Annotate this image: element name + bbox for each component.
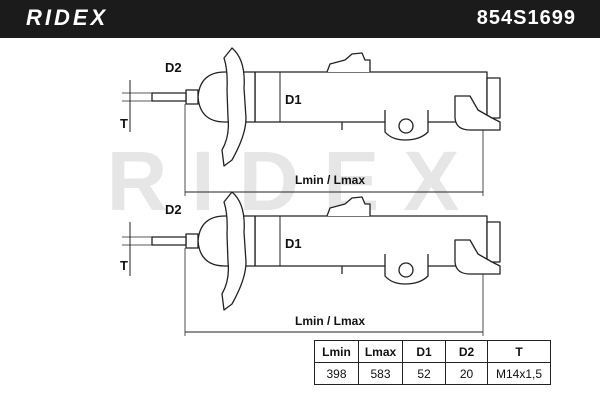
spec-header-row: Lmin Lmax D1 D2 T xyxy=(314,340,551,363)
spec-header-t: T xyxy=(487,340,551,363)
spec-value-t: M14x1,5 xyxy=(487,362,551,385)
strut-mount xyxy=(197,215,256,267)
watermark-logo: RIDEX xyxy=(107,134,484,228)
spec-value-row: 398 583 52 20 M14x1,5 xyxy=(314,362,551,385)
spec-header-lmin: Lmin xyxy=(314,340,359,363)
piston-rod xyxy=(185,89,199,105)
thread-stud xyxy=(151,236,187,246)
header-bar: RIDEX 854S1699 xyxy=(0,0,600,38)
spec-value-d2: 20 xyxy=(445,362,488,385)
lower-bracket xyxy=(454,95,501,131)
spec-header-lmax: Lmax xyxy=(358,340,403,363)
strut-flange xyxy=(486,221,501,263)
spec-table: Lmin Lmax D1 D2 T 398 583 52 20 M14x1,5 xyxy=(314,340,551,385)
brand-logo: RIDEX xyxy=(26,5,109,30)
strut-flange xyxy=(486,77,501,119)
d2-label: D2 xyxy=(165,202,182,217)
clamp-bolt-hole xyxy=(398,262,414,278)
length-label: Lmin / Lmax xyxy=(295,314,365,328)
lower-bracket xyxy=(454,239,501,275)
t-label: T xyxy=(120,116,128,131)
strut-body xyxy=(254,215,488,267)
d1-label: D1 xyxy=(285,236,302,251)
piston-rod xyxy=(185,233,199,249)
spec-value-lmin: 398 xyxy=(314,362,359,385)
stabilizer-bracket xyxy=(326,52,371,73)
spring-plate xyxy=(221,191,247,311)
d2-label: D2 xyxy=(165,60,182,75)
stabilizer-bracket xyxy=(326,196,371,217)
part-number: 854S1699 xyxy=(476,7,576,29)
thread-stud xyxy=(151,92,187,102)
strut-body xyxy=(254,71,488,123)
strut-bottom xyxy=(151,191,501,311)
spec-value-lmax: 583 xyxy=(358,362,403,385)
strut-mount xyxy=(197,71,256,123)
length-label: Lmin / Lmax xyxy=(295,173,365,187)
spec-header-d1: D1 xyxy=(402,340,446,363)
spring-plate xyxy=(221,47,247,167)
strut-drawing: RIDEX D1 D2 xyxy=(107,47,501,336)
d1-label: D1 xyxy=(285,92,302,107)
spec-value-d1: 52 xyxy=(402,362,446,385)
spec-header-d2: D2 xyxy=(445,340,488,363)
strut-top xyxy=(151,47,501,167)
clamp-bolt-hole xyxy=(398,118,414,134)
t-label: T xyxy=(120,258,128,273)
